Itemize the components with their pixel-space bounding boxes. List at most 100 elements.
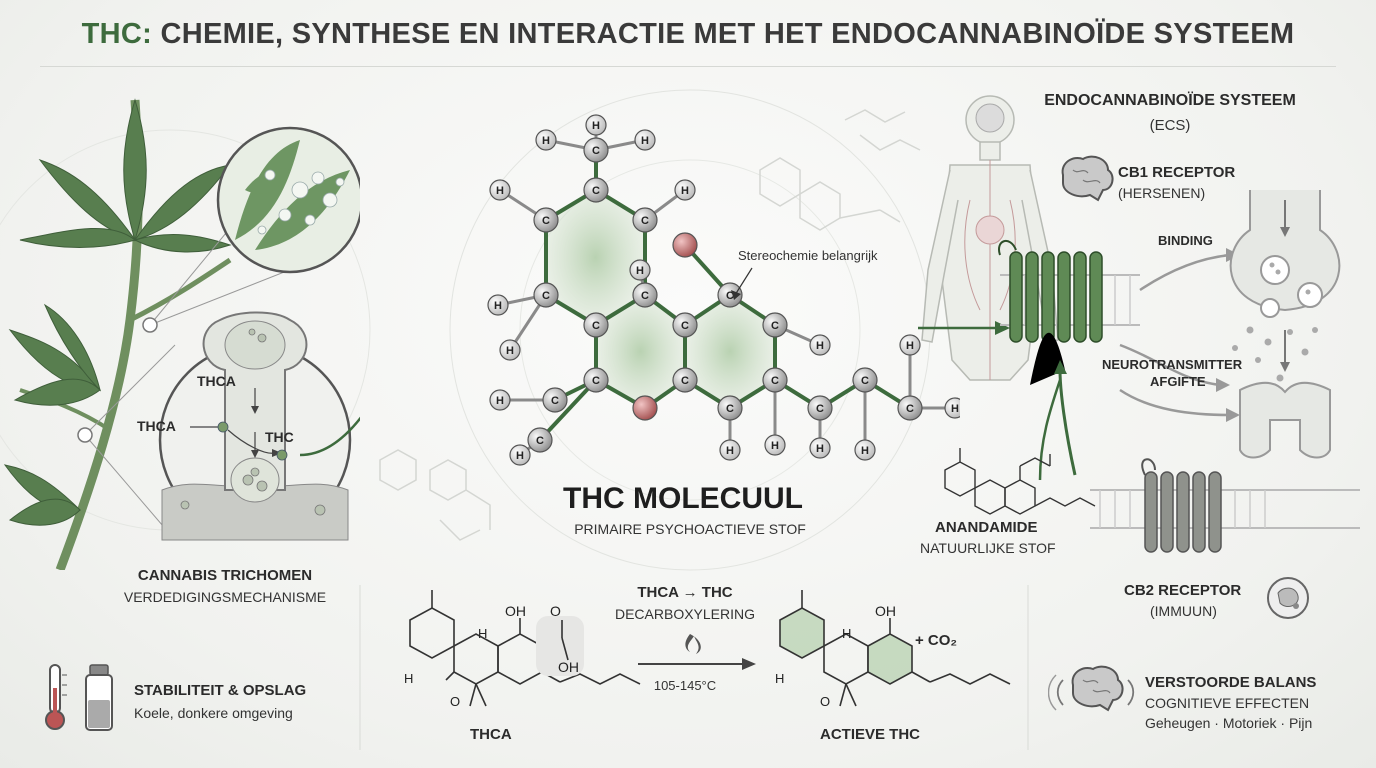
hydrogen-atom: H bbox=[854, 439, 876, 461]
svg-text:C: C bbox=[681, 320, 689, 332]
carbon-atom: C bbox=[527, 427, 553, 453]
svg-text:C: C bbox=[592, 320, 600, 332]
svg-text:C: C bbox=[641, 215, 649, 227]
svg-text:C: C bbox=[726, 403, 734, 415]
hydrogen-atom: H bbox=[634, 129, 656, 151]
svg-text:C: C bbox=[592, 185, 600, 197]
ring-fill-a bbox=[546, 190, 645, 325]
hydrogen-atom: H bbox=[764, 434, 786, 456]
immune-cell-icon bbox=[1267, 577, 1309, 619]
carbon-atom: C bbox=[762, 367, 788, 393]
svg-text:H: H bbox=[771, 440, 779, 452]
svg-text:O: O bbox=[550, 603, 561, 619]
carbon-atom: C bbox=[583, 137, 609, 163]
svg-text:H: H bbox=[775, 671, 784, 686]
molecule-heading: THC MOLECUUL bbox=[563, 482, 803, 515]
svg-text:C: C bbox=[681, 375, 689, 387]
svg-text:H: H bbox=[816, 443, 824, 455]
molecule-bond bbox=[538, 378, 598, 442]
svg-text:H: H bbox=[592, 120, 600, 132]
svg-text:C: C bbox=[726, 290, 734, 302]
title-divider bbox=[40, 66, 1336, 67]
carbon-atom: C bbox=[632, 207, 658, 233]
carbon-atom: C bbox=[717, 395, 743, 421]
thca-label: THCA bbox=[470, 726, 512, 743]
ecs-diagram bbox=[918, 95, 1360, 619]
storage-heading: STABILITEIT & OPSLAG bbox=[134, 682, 307, 699]
svg-text:C: C bbox=[592, 375, 600, 387]
svg-text:C: C bbox=[536, 435, 544, 447]
trichome-thca-top-label: THCA bbox=[197, 373, 236, 389]
trichome-thc-label: THC bbox=[265, 429, 294, 445]
neurotransmitter-label: NEUROTRANSMITTER bbox=[1102, 357, 1243, 372]
hydrogen-atom: H bbox=[629, 259, 651, 281]
svg-text:OH: OH bbox=[505, 603, 526, 619]
carbon-atom: C bbox=[533, 207, 559, 233]
thermometer-icon bbox=[45, 664, 67, 730]
vial-icon bbox=[85, 664, 113, 731]
hydrogen-atom: H bbox=[509, 444, 531, 466]
hydrogen-atom: H bbox=[585, 114, 607, 136]
carbon-atom: C bbox=[762, 312, 788, 338]
svg-text:H: H bbox=[641, 135, 649, 147]
svg-text:H: H bbox=[861, 445, 869, 457]
svg-text:O: O bbox=[820, 694, 830, 709]
svg-text:C: C bbox=[641, 290, 649, 302]
oxygen-atom bbox=[632, 395, 658, 421]
svg-text:H: H bbox=[951, 403, 959, 415]
carbon-atom: C bbox=[897, 395, 923, 421]
ring-fill-c bbox=[685, 295, 775, 408]
release-label: AFGIFTE bbox=[1150, 374, 1206, 389]
carbon-atom: C bbox=[583, 367, 609, 393]
hydrogen-atom: H bbox=[535, 129, 557, 151]
ecs-heading: ENDOCANNABINOÏDE SYSTEEM bbox=[1044, 92, 1296, 109]
svg-text:H: H bbox=[842, 626, 851, 641]
trichomes-heading: CANNABIS TRICHOMEN bbox=[137, 567, 313, 584]
svg-text:H: H bbox=[478, 626, 487, 641]
cb1-label: CB1 RECEPTOR bbox=[1118, 164, 1236, 181]
svg-text:O: O bbox=[450, 694, 460, 709]
hydrogen-atom: H bbox=[809, 437, 831, 459]
decarb-heading: THCA → THC bbox=[637, 584, 733, 601]
flame-icon bbox=[685, 634, 701, 654]
title-main: CHEMIE, SYNTHESE EN INTERACTIE MET HET E… bbox=[160, 18, 1295, 50]
svg-text:OH: OH bbox=[875, 603, 896, 619]
carbon-atom: C bbox=[542, 387, 568, 413]
svg-text:H: H bbox=[681, 185, 689, 197]
svg-text:H: H bbox=[516, 450, 524, 462]
anandamide-label: ANANDAMIDE bbox=[935, 519, 1038, 536]
svg-text:H: H bbox=[816, 340, 824, 352]
svg-text:H: H bbox=[496, 395, 504, 407]
cb2-sublabel: (IMMUUN) bbox=[1150, 603, 1217, 619]
hydrogen-atom: H bbox=[487, 294, 509, 316]
decarb-subheading: DECARBOXYLERING bbox=[614, 606, 756, 622]
storage-icons bbox=[45, 664, 113, 731]
balance-subheading: COGNITIEVE EFFECTEN bbox=[1145, 695, 1310, 711]
svg-text:C: C bbox=[861, 375, 869, 387]
cannabis-plant-illustration bbox=[3, 98, 360, 570]
carbon-atom: C bbox=[852, 367, 878, 393]
svg-text:H: H bbox=[506, 345, 514, 357]
decarb-co2: + CO₂ bbox=[915, 632, 958, 649]
hydrogen-atom: H bbox=[809, 334, 831, 356]
svg-text:C: C bbox=[551, 395, 559, 407]
cb2-label: CB2 RECEPTOR bbox=[1124, 582, 1242, 599]
svg-text:C: C bbox=[542, 215, 550, 227]
balance-effects: Geheugen · Motoriek · Pijn bbox=[1145, 715, 1313, 731]
cb2-membrane bbox=[1090, 458, 1360, 553]
trichomes-subheading: VERDEDIGINGSMECHANISME bbox=[123, 589, 327, 605]
brain-icon bbox=[1061, 155, 1114, 202]
decarboxylation-diagram: OH O OH H H O OH H H O bbox=[404, 590, 1011, 709]
svg-text:H: H bbox=[542, 135, 550, 147]
hydrogen-atom: H bbox=[499, 339, 521, 361]
svg-text:C: C bbox=[771, 320, 779, 332]
carbon-atom: C bbox=[717, 282, 743, 308]
stereochemistry-note: Stereochemie belangrijk bbox=[738, 248, 878, 263]
svg-text:H: H bbox=[494, 300, 502, 312]
svg-text:C: C bbox=[592, 145, 600, 157]
trichome-thca-left-label: THCA bbox=[137, 418, 176, 434]
balance-heading: VERSTOORDE BALANS bbox=[1145, 674, 1317, 691]
carbon-atom: C bbox=[583, 177, 609, 203]
